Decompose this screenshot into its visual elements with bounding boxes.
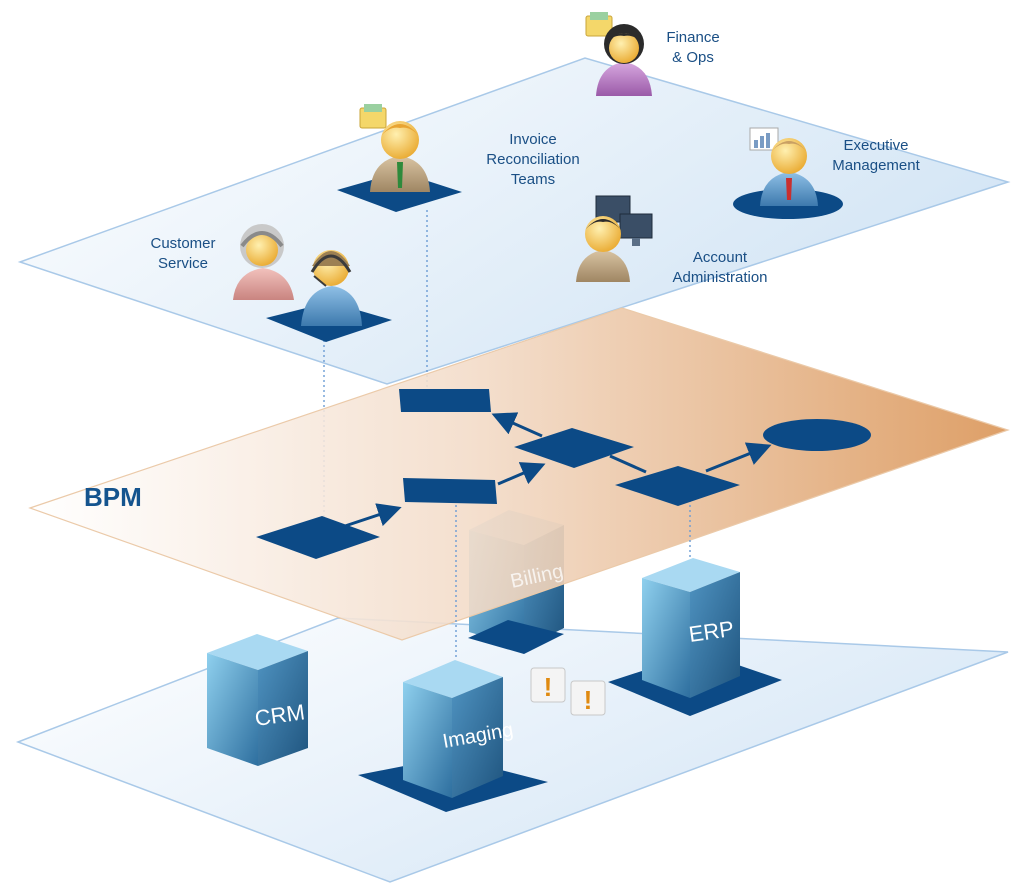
folder-icon — [585, 12, 613, 37]
server-imaging: Imaging — [358, 660, 548, 812]
bpm-arrow-4 — [609, 454, 647, 474]
role-label-customer-service: Customer Service — [150, 235, 216, 272]
bpm-start-diamond — [256, 516, 380, 559]
role-label-invoice-reconciliation: Invoice Reconciliation Teams — [486, 131, 580, 188]
bpm-arrow-5 — [705, 442, 772, 473]
bpm-arrow-1 — [341, 503, 402, 529]
systems-plane — [15, 617, 1009, 883]
bpm-end-ellipse — [763, 419, 871, 451]
person-icon — [233, 224, 294, 300]
person-icon — [576, 216, 630, 282]
person-icon — [370, 121, 430, 192]
person-icon — [760, 138, 818, 206]
monitor-icon — [595, 195, 653, 246]
chart-icon — [749, 127, 779, 151]
person-icon — [596, 24, 652, 96]
svg-text:!: ! — [544, 672, 553, 702]
bpm-arrow-2 — [497, 462, 546, 486]
server-erp: ERP — [608, 558, 782, 716]
server-crm: CRM — [207, 634, 308, 766]
folder-icon — [359, 104, 387, 129]
bpm-layer-title: BPM — [84, 482, 142, 512]
erp-label: ERP — [687, 616, 735, 647]
people-plane — [17, 57, 1011, 385]
role-label-account-administration: Account Administration — [672, 249, 768, 286]
bpm-task-top — [399, 389, 491, 412]
bpm-process-flow — [256, 389, 871, 660]
bpm-decision-diamond — [514, 428, 634, 468]
role-label-executive-management: Executive Management — [832, 137, 920, 174]
svg-text:!: ! — [584, 685, 593, 715]
bpm-task-diamond-right — [615, 466, 740, 506]
alert-icon: ! — [530, 667, 566, 703]
alert-icon: ! — [570, 680, 606, 716]
bpm-arrow-3 — [491, 412, 543, 438]
headset-icon — [301, 250, 362, 326]
role-label-finance-ops: Finance & Ops — [666, 29, 720, 66]
bpm-task-middle — [403, 478, 497, 504]
